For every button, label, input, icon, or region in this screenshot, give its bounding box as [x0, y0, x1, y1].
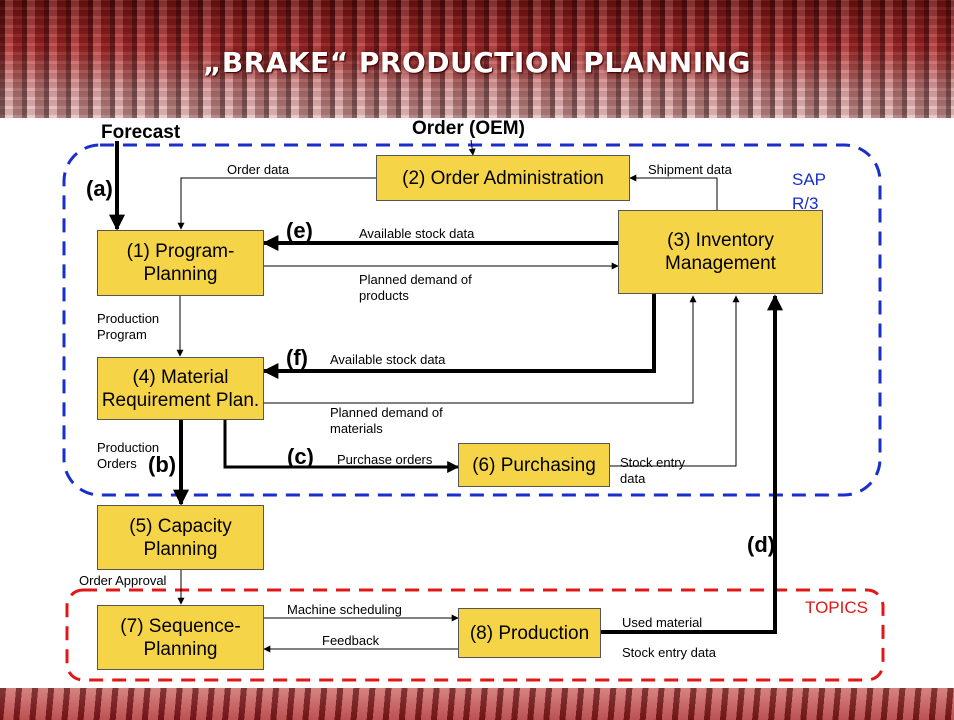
order-data-label: Order data: [227, 162, 290, 177]
planned-demand-products-label: Planned demand of products: [359, 272, 472, 303]
arrow-stock-entry-data-1: [610, 295, 740, 467]
available-stock-label-1: Available stock data: [359, 226, 475, 241]
footer-banner: [0, 688, 954, 720]
order-oem-label: Order (OEM): [412, 118, 525, 139]
program-planning-box: (1) Program- Planning: [97, 230, 264, 296]
material-requirement-box: (4) Material Requirement Plan.: [97, 357, 264, 420]
feedback-label: Feedback: [322, 633, 380, 648]
order-administration-box: (2) Order Administration: [376, 155, 630, 201]
production-orders-label: Production Orders: [97, 440, 160, 471]
tag-c: (c): [287, 444, 314, 469]
tag-d: (d): [747, 532, 776, 557]
header-banner: [0, 0, 954, 118]
tag-a: (a): [86, 176, 113, 201]
available-stock-label-2: Available stock data: [330, 352, 446, 367]
tag-b: (b): [148, 452, 177, 477]
arrow-planned-demand-materials: [264, 295, 697, 404]
shipment-data-label: Shipment data: [648, 162, 732, 177]
arrow-shipment-data: [629, 174, 718, 210]
capacity-planning-box: (5) Capacity Planning: [97, 505, 264, 570]
arrow-order-data: [177, 177, 376, 230]
inventory-management-box: (3) Inventory Management: [618, 210, 823, 294]
tag-f: (f): [286, 345, 308, 370]
topics-label: TOPICS: [805, 598, 868, 617]
arrow-available-stock-2: [262, 294, 656, 379]
purchase-orders-label: Purchase orders: [337, 452, 433, 467]
sequence-planning-box: (7) Sequence- Planning: [97, 605, 264, 670]
used-material-label: Used material: [622, 615, 703, 630]
purchasing-box: (6) Purchasing: [458, 443, 610, 487]
topics-region-boundary: [65, 588, 885, 682]
forecast-label: Forecast: [101, 122, 181, 143]
machine-scheduling-label: Machine scheduling: [287, 602, 402, 617]
production-program-label: Production Program: [97, 311, 160, 342]
stock-entry-data-label-2: Stock entry data: [622, 645, 716, 660]
tag-e: (e): [286, 218, 313, 243]
slide-title: „BRAKE“ PRODUCTION PLANNING: [202, 46, 752, 79]
arrow-order-oem: [468, 139, 476, 156]
stock-entry-data-label-1: Stock entry data: [620, 455, 686, 486]
order-approval-label: Order Approval: [79, 573, 167, 588]
sap-r3-label: SAP R/3: [792, 170, 827, 213]
planned-demand-materials-label: Planned demand of materials: [330, 405, 443, 436]
arrow-used-material: [601, 294, 783, 634]
production-box: (8) Production: [458, 608, 601, 658]
arrow-purchase-orders: [223, 420, 460, 473]
